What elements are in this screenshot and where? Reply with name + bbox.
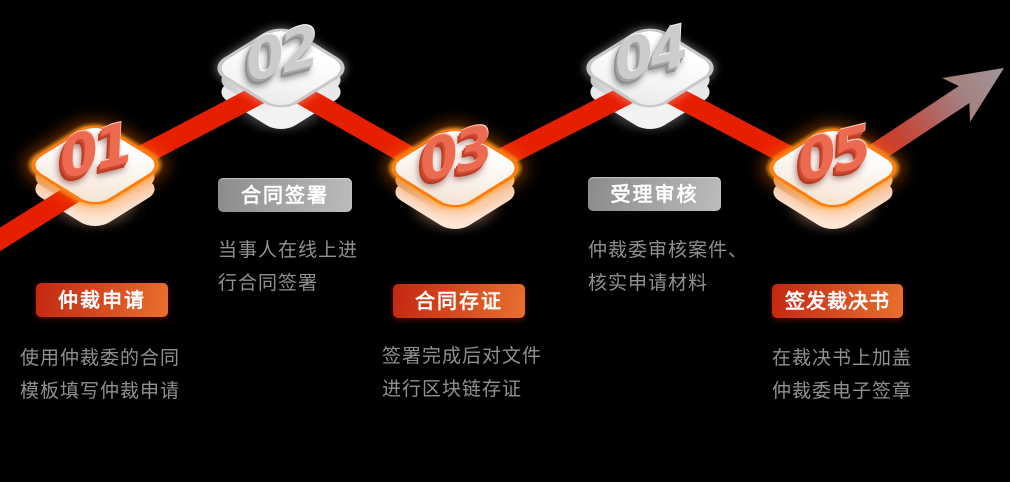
flow-arrow-fade-segment bbox=[829, 81, 977, 189]
step2-description: 当事人在线上进 行合同签署 bbox=[218, 234, 358, 300]
step4-description-line1: 仲裁委审核案件、 bbox=[588, 239, 749, 261]
step5-description-line1: 在裁决书上加盖 bbox=[772, 347, 913, 369]
step2-description-line1: 当事人在线上进 bbox=[218, 239, 359, 261]
step3-title-badge: 合同存证 bbox=[393, 284, 525, 318]
step1-description-line1: 使用仲裁委的合同 bbox=[20, 347, 181, 369]
step2-description-line2: 行合同签署 bbox=[218, 272, 319, 294]
step3-description-line1: 签署完成后对文件 bbox=[382, 345, 543, 367]
step5-description-line2: 仲裁委电子签章 bbox=[772, 380, 913, 402]
step1-description: 使用仲裁委的合同 模板填写仲裁申请 bbox=[20, 342, 180, 408]
step4-description: 仲裁委审核案件、 核实申请材料 bbox=[588, 234, 748, 300]
flow-arrow-shaft bbox=[0, 71, 840, 252]
step1-title-badge: 仲裁申请 bbox=[36, 283, 168, 317]
step1-description-line2: 模板填写仲裁申请 bbox=[20, 380, 181, 402]
step4-title-badge: 受理审核 bbox=[588, 177, 721, 211]
step3-description: 签署完成后对文件 进行区块链存证 bbox=[382, 340, 542, 406]
step4-description-line2: 核实申请材料 bbox=[588, 272, 709, 294]
step2-title-badge: 合同签署 bbox=[218, 178, 352, 212]
step5-title-badge: 签发裁决书 bbox=[772, 284, 903, 318]
flow-arrowhead-icon bbox=[942, 68, 1004, 122]
step5-description: 在裁决书上加盖 仲裁委电子签章 bbox=[772, 342, 912, 408]
step3-description-line2: 进行区块链存证 bbox=[382, 378, 523, 400]
